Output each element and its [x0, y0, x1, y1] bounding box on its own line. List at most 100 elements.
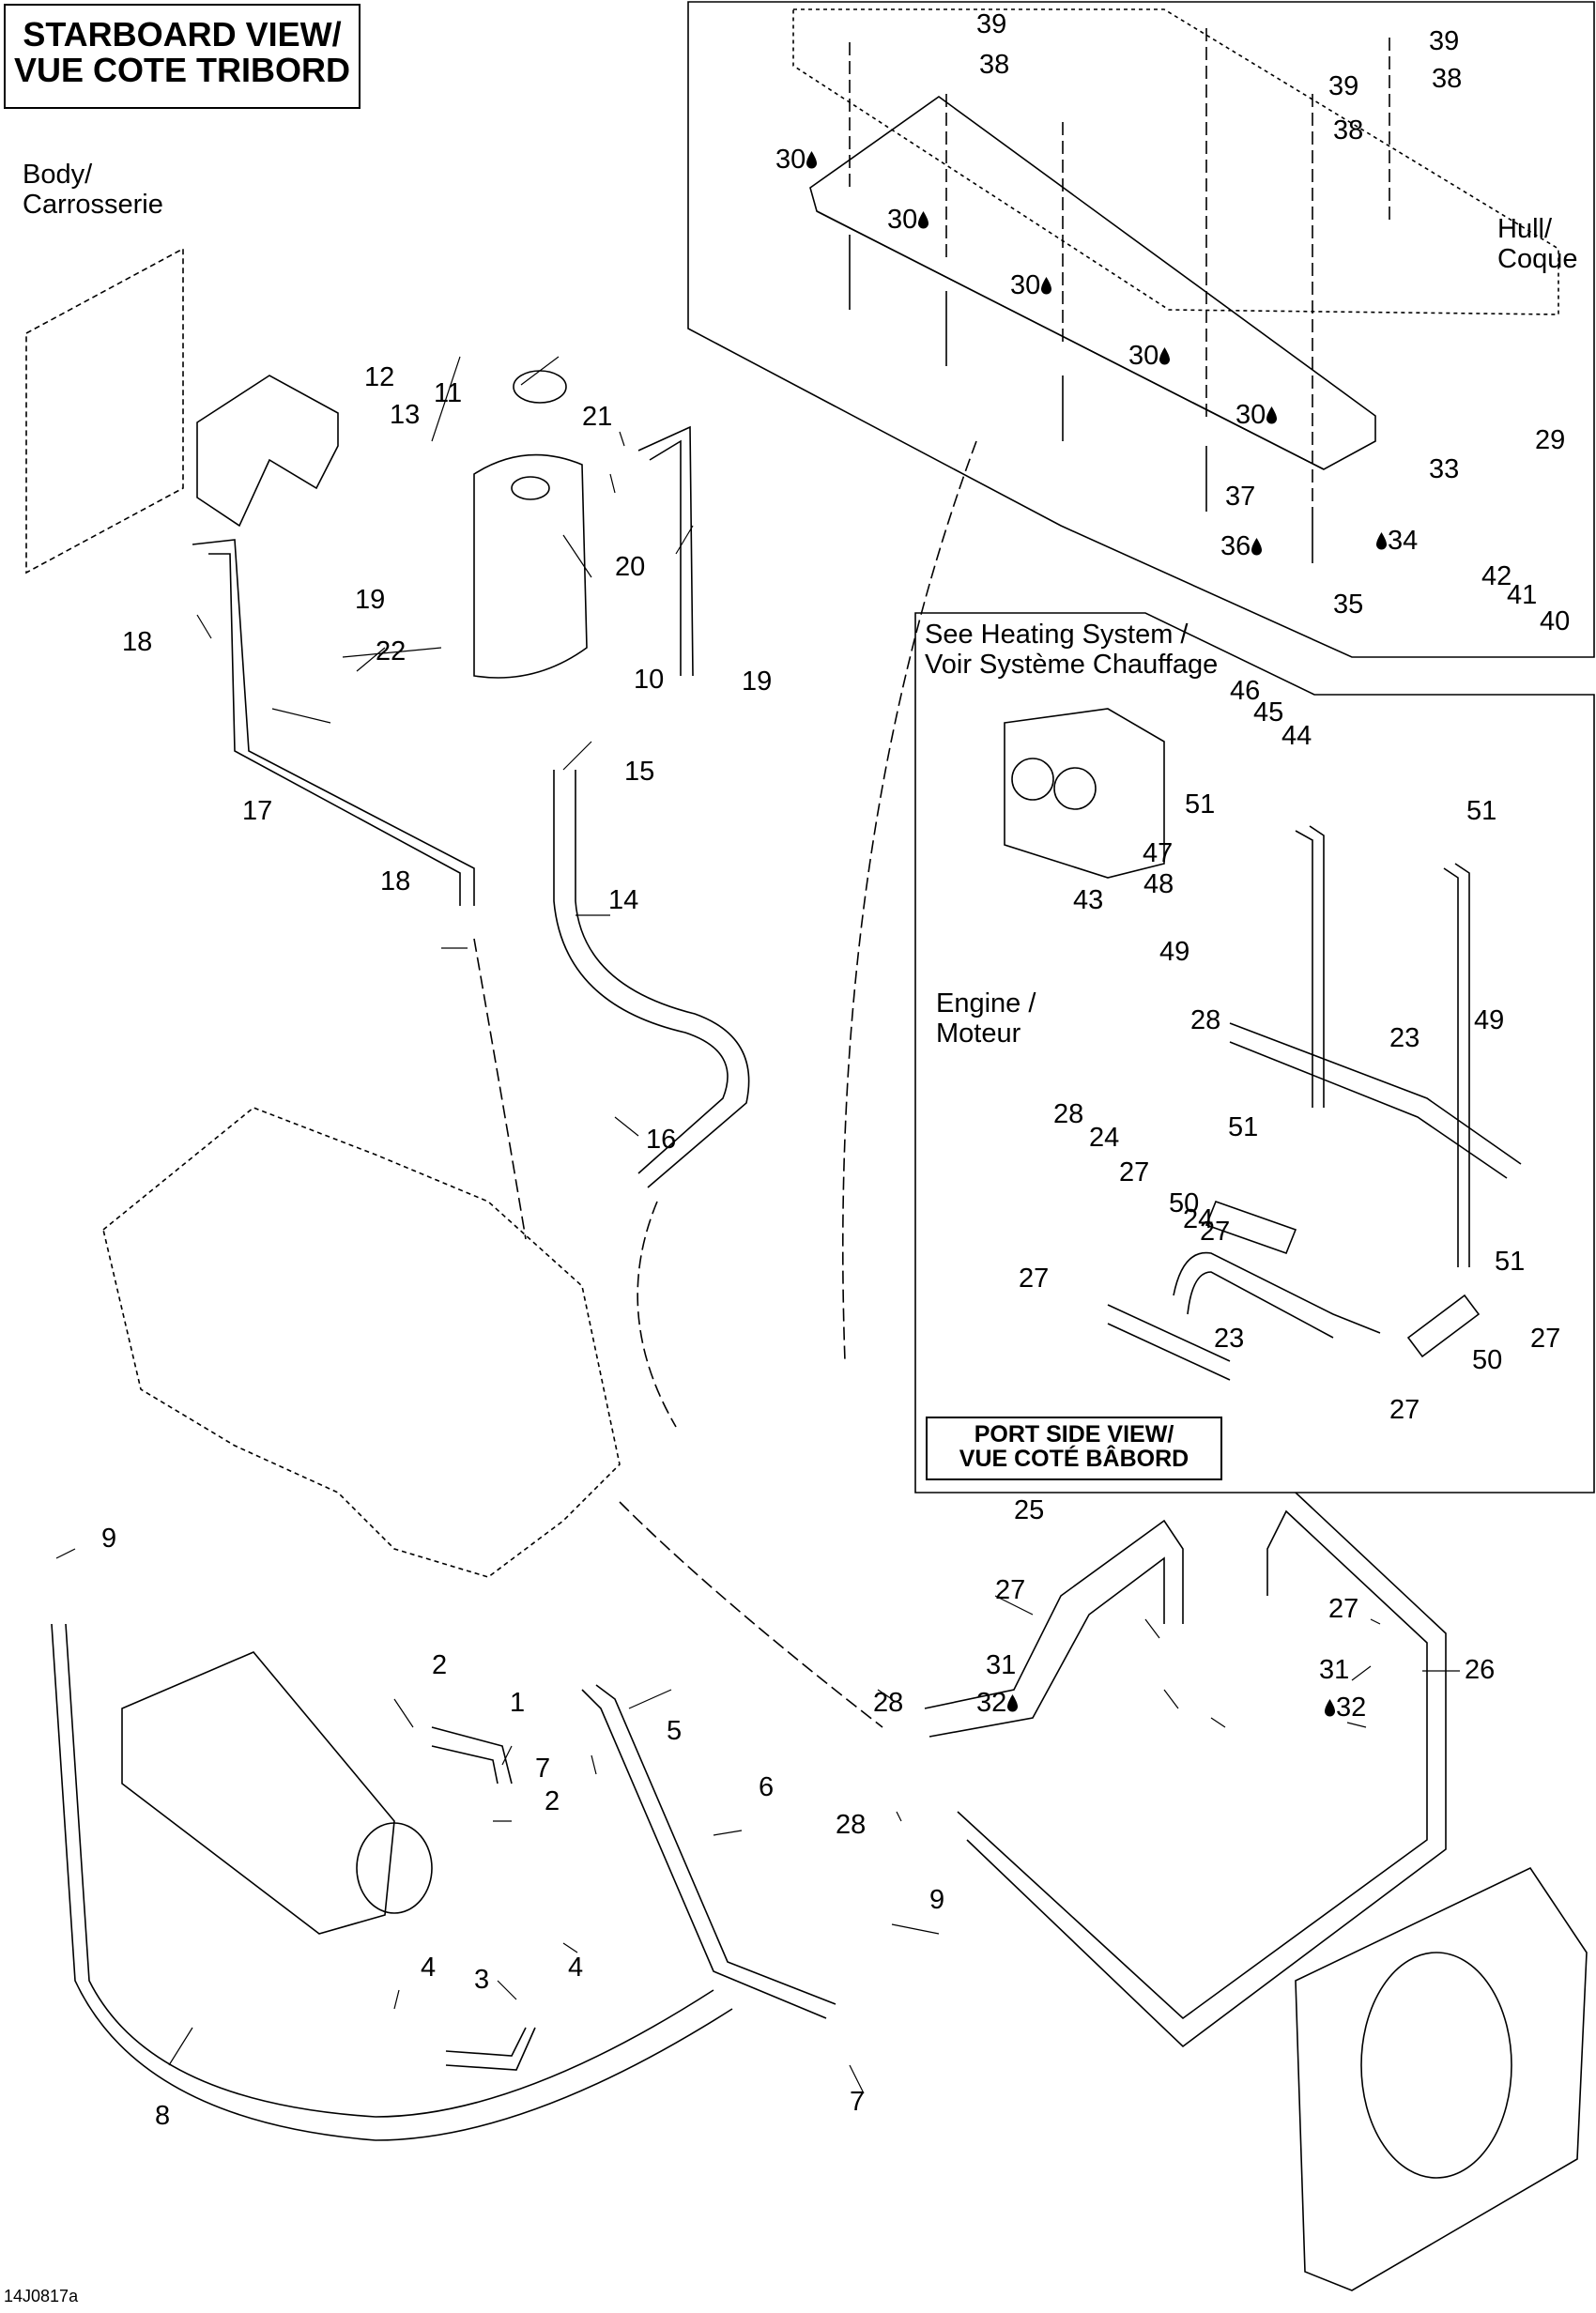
adhesive-drop-icon	[1041, 277, 1052, 295]
callout-35: 35	[1333, 590, 1364, 620]
callout-23: 23	[1214, 1324, 1245, 1354]
callout-22: 22	[376, 636, 407, 666]
callout-24: 24	[1183, 1204, 1214, 1234]
engine-outline	[102, 1107, 621, 1578]
hose-23-lower	[1107, 1304, 1231, 1381]
tee-fitting-50a	[1205, 1200, 1297, 1255]
port-side-view-title: PORT SIDE VIEW/ VUE COTÉ BÂBORD	[926, 1417, 1222, 1480]
hose-3	[445, 2027, 536, 2071]
callout-29: 29	[1535, 425, 1566, 455]
callout-2: 2	[432, 1650, 448, 1680]
callout-30-label: 30	[775, 145, 806, 175]
callout-28: 28	[1190, 1005, 1221, 1035]
heat-exchanger	[121, 1651, 395, 1935]
callout-44: 44	[1281, 721, 1312, 751]
callout-8: 8	[155, 2101, 171, 2131]
callout-19: 19	[742, 666, 773, 697]
body-note-line1: Body/	[23, 160, 93, 190]
callout-47: 47	[1143, 838, 1174, 868]
callout-51: 51	[1228, 1112, 1259, 1142]
callout-43: 43	[1073, 885, 1104, 915]
bracket	[196, 375, 339, 528]
callout-34-adhesive: 34	[1375, 528, 1418, 555]
callout-9: 9	[101, 1524, 117, 1554]
callout-16: 16	[646, 1125, 677, 1155]
callout-41: 41	[1507, 580, 1538, 610]
callout-18: 18	[122, 627, 153, 657]
callout-30-adhesive: 30	[1235, 402, 1278, 429]
callout-19: 19	[355, 585, 386, 615]
adhesive-drop-icon	[806, 151, 818, 169]
callout-28: 28	[836, 1810, 867, 1840]
hose-49a	[1295, 825, 1325, 1108]
callout-30-label: 30	[1010, 270, 1041, 300]
callout-33: 33	[1429, 454, 1460, 484]
adhesive-drop-icon	[1376, 532, 1387, 550]
callout-31: 31	[1319, 1655, 1350, 1685]
adhesive-drop-icon	[1159, 347, 1171, 365]
heating-system-note: See Heating System / Voir Système Chauff…	[925, 620, 1218, 681]
callout-24: 24	[1089, 1123, 1120, 1153]
hose-1	[431, 1726, 513, 1785]
body-note-line2: Carrosserie	[23, 190, 163, 221]
engine-note: Engine / Moteur	[936, 988, 1036, 1049]
callout-51: 51	[1495, 1247, 1526, 1277]
coolant-reservoir	[473, 453, 588, 679]
callout-28: 28	[873, 1688, 904, 1718]
callout-27: 27	[1328, 1594, 1359, 1624]
port-title-line2: VUE COTÉ BÂBORD	[959, 1446, 1189, 1473]
callout-34-label: 34	[1388, 526, 1419, 556]
callout-9: 9	[929, 1885, 945, 1915]
callout-15: 15	[624, 757, 655, 787]
callout-30-adhesive: 30	[887, 207, 929, 234]
callout-38: 38	[1333, 115, 1364, 146]
hull-note-line2: Coque	[1497, 244, 1578, 275]
callout-17: 17	[242, 796, 273, 826]
callout-51: 51	[1185, 789, 1216, 820]
hose-26	[957, 1492, 1447, 2048]
hose-24	[1173, 1251, 1381, 1339]
hose-23	[1229, 1022, 1522, 1179]
callout-3: 3	[474, 1965, 490, 1995]
starboard-title-line2: VUE COTE TRIBORD	[13, 50, 350, 89]
callout-49: 49	[1159, 937, 1190, 967]
adhesive-drop-icon	[1266, 406, 1278, 424]
port-title-line1: PORT SIDE VIEW/	[974, 1421, 1174, 1448]
callout-50: 50	[1169, 1188, 1200, 1218]
tee-fitting-50b	[1406, 1294, 1481, 1358]
hose-5	[581, 1684, 836, 2019]
hose-14	[553, 770, 750, 1188]
callout-12: 12	[364, 362, 395, 392]
callout-23: 23	[1389, 1023, 1420, 1053]
callout-5: 5	[667, 1716, 683, 1746]
jet-pump-housing	[1295, 1866, 1588, 2291]
adhesive-drop-icon	[1251, 538, 1263, 556]
hose-25	[924, 1519, 1184, 1738]
body-note: Body/ Carrosserie	[23, 160, 163, 221]
callout-27: 27	[1119, 1157, 1150, 1187]
callout-30-adhesive: 30	[1010, 272, 1052, 299]
bolts	[849, 28, 1390, 563]
callout-25: 25	[1014, 1495, 1045, 1525]
callout-40: 40	[1540, 606, 1571, 636]
callout-27: 27	[1530, 1324, 1561, 1354]
adhesive-drop-icon	[1007, 1694, 1019, 1712]
hull-note: Hull/ Coque	[1497, 214, 1577, 275]
callout-46: 46	[1230, 676, 1261, 706]
callout-1: 1	[510, 1688, 526, 1718]
starboard-title-line1: STARBOARD VIEW/	[23, 15, 342, 54]
callout-27: 27	[1389, 1395, 1420, 1425]
callout-26: 26	[1465, 1655, 1496, 1685]
adhesive-drop-icon	[918, 211, 929, 229]
callout-27: 27	[1200, 1217, 1231, 1247]
callout-51: 51	[1466, 796, 1497, 826]
engine-note-line2: Moteur	[936, 1019, 1021, 1049]
callout-31: 31	[986, 1650, 1017, 1680]
callout-4: 4	[568, 1953, 584, 1983]
callout-30-adhesive: 30	[775, 146, 818, 174]
hose-20	[637, 425, 694, 677]
hull-note-line1: Hull/	[1497, 214, 1553, 244]
callout-36-label: 36	[1220, 531, 1251, 561]
